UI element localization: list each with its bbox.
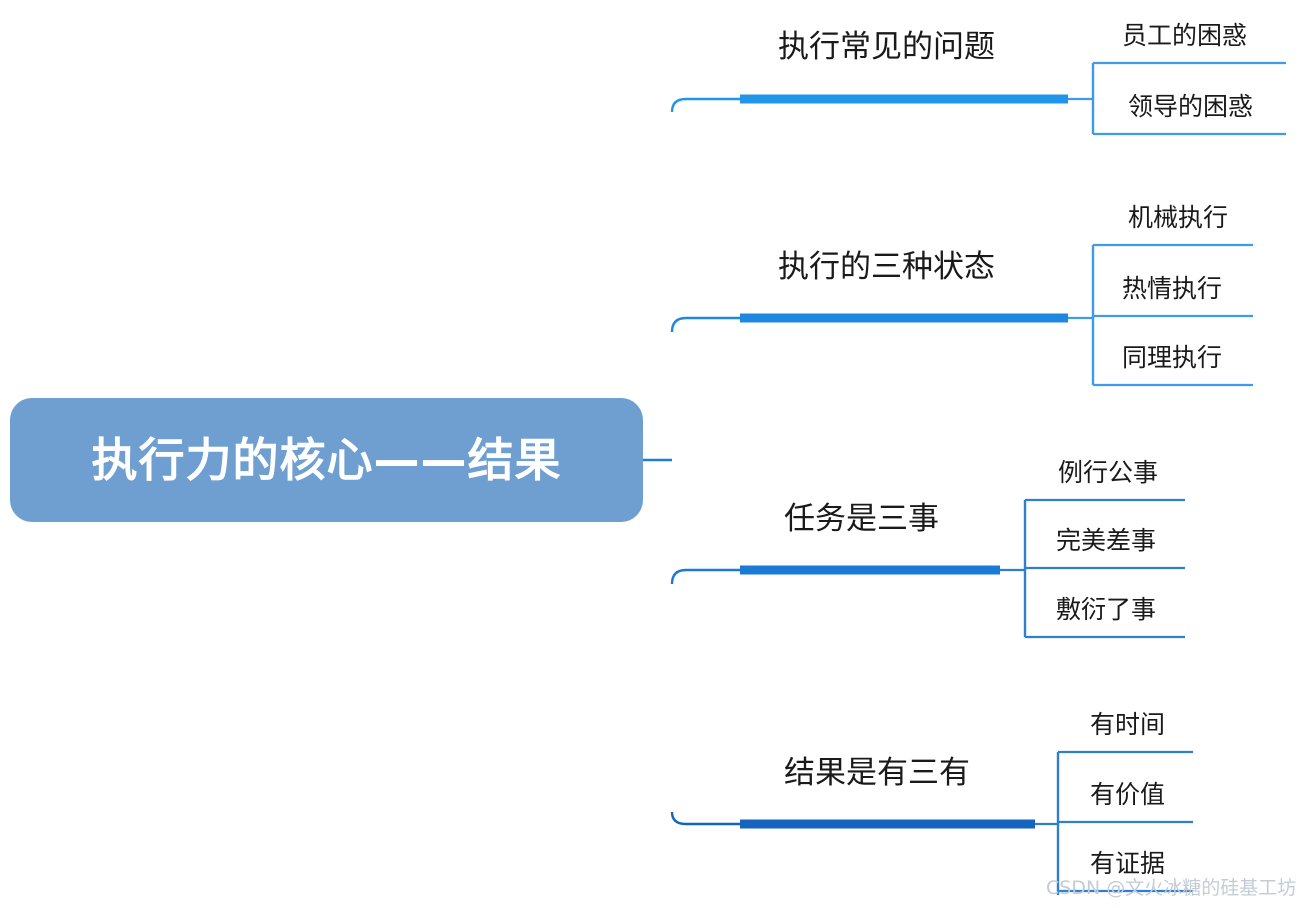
leaf-label-4-2[interactable]: 有价值 (1090, 780, 1166, 809)
root-node-label: 执行力的核心——结果 (91, 433, 562, 487)
watermark: CSDN @文火冰糖的硅基工坊 (1046, 877, 1297, 899)
leaf-label-1-2[interactable]: 领导的困惑 (1128, 92, 1254, 121)
leaf-label-3-3[interactable]: 敷衍了事 (1056, 595, 1157, 624)
leaf-label-3-2[interactable]: 完美差事 (1056, 526, 1157, 555)
leaf-label-4-1[interactable]: 有时间 (1090, 710, 1166, 739)
branch-label-4[interactable]: 结果是有三有 (784, 755, 970, 791)
root-node[interactable]: 执行力的核心——结果 (10, 398, 643, 522)
branch-label-3[interactable]: 任务是三事 (784, 501, 939, 537)
branch-label-1[interactable]: 执行常见的问题 (778, 29, 995, 65)
leaf-label-2-2[interactable]: 热情执行 (1122, 274, 1223, 303)
branch-label-2[interactable]: 执行的三种状态 (778, 249, 995, 285)
leaf-label-3-1[interactable]: 例行公事 (1058, 458, 1159, 487)
leaf-label-1-1[interactable]: 员工的困惑 (1122, 21, 1248, 50)
leaf-label-2-3[interactable]: 同理执行 (1122, 343, 1223, 372)
leaf-label-4-3[interactable]: 有证据 (1090, 849, 1166, 878)
leaf-label-2-1[interactable]: 机械执行 (1128, 203, 1229, 232)
